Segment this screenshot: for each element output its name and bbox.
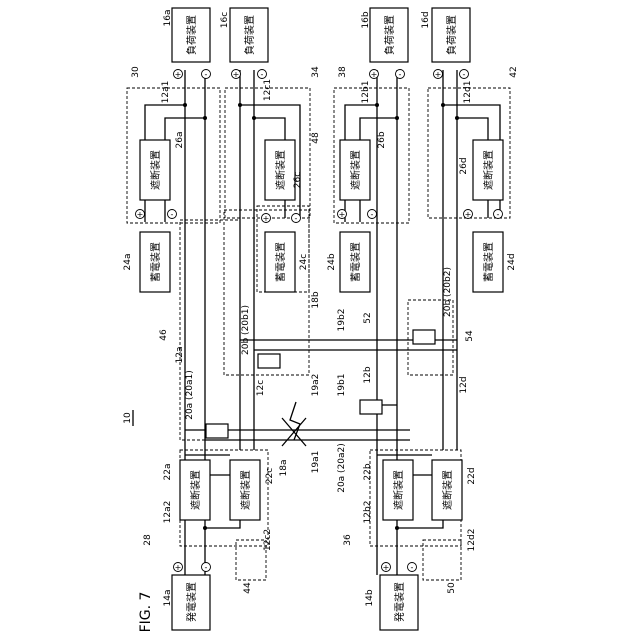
svg-text:-: - — [205, 563, 208, 572]
svg-text:16b: 16b — [361, 11, 371, 28]
battery-24b-text: 蓄電装置 — [349, 242, 362, 282]
svg-text:+: + — [339, 210, 346, 219]
svg-text:16a: 16a — [163, 10, 173, 27]
svg-text:+: + — [383, 563, 390, 572]
svg-text:-: - — [171, 210, 174, 219]
svg-text:19a1: 19a1 — [311, 451, 321, 474]
svg-text:19a2: 19a2 — [311, 374, 321, 397]
svg-text:24d: 24d — [507, 253, 517, 270]
switch-20b2 — [413, 330, 435, 344]
svg-text:-: - — [371, 210, 374, 219]
svg-text:12a: 12a — [175, 347, 185, 364]
svg-text:52: 52 — [363, 312, 373, 323]
breaker-26a-text: 遮断装置 — [149, 150, 162, 190]
svg-text:50: 50 — [447, 582, 457, 594]
svg-text:44: 44 — [243, 582, 253, 594]
svg-text:12a1: 12a1 — [161, 81, 171, 104]
svg-text:-: - — [295, 214, 298, 223]
svg-text:30: 30 — [131, 66, 141, 78]
svg-text:26d: 26d — [459, 157, 469, 174]
svg-text:19b2: 19b2 — [337, 309, 347, 332]
svg-text:-: - — [399, 70, 402, 79]
figure-label: FIG. 7 — [138, 592, 154, 633]
breaker-26d-text: 遮断装置 — [482, 150, 495, 190]
system-ref-10: 10 — [123, 412, 133, 424]
load-16c-text: 負荷装置 — [243, 15, 256, 55]
battery-24a-text: 蓄電装置 — [149, 242, 162, 282]
svg-text:+: + — [263, 214, 270, 223]
svg-text:+: + — [371, 70, 378, 79]
svg-text:16c: 16c — [220, 12, 230, 28]
svg-text:-: - — [497, 210, 500, 219]
svg-text:18a: 18a — [279, 460, 289, 477]
svg-text:20b (20b1): 20b (20b1) — [241, 305, 251, 355]
svg-text:+: + — [233, 70, 240, 79]
svg-text:46: 46 — [159, 329, 169, 341]
svg-text:+: + — [175, 563, 182, 572]
svg-text:+: + — [435, 70, 442, 79]
svg-text:12d: 12d — [459, 376, 469, 393]
svg-text:12b2: 12b2 — [363, 501, 373, 524]
generator-14b-text: 発電装置 — [393, 582, 406, 622]
svg-text:+: + — [137, 210, 144, 219]
svg-text:22d: 22d — [467, 467, 477, 484]
svg-text:54: 54 — [465, 330, 475, 342]
svg-text:-: - — [205, 70, 208, 79]
svg-text:12a2: 12a2 — [163, 501, 173, 524]
svg-text:34: 34 — [311, 66, 321, 78]
battery-24c-text: 蓄電装置 — [274, 242, 287, 282]
breaker-22b-text: 遮断装置 — [392, 470, 405, 510]
load-16d-text: 負荷装置 — [445, 15, 458, 55]
breaker-22d-text: 遮断装置 — [441, 470, 454, 510]
battery-24d-text: 蓄電装置 — [482, 242, 495, 282]
svg-text:26a: 26a — [175, 132, 185, 149]
svg-text:28: 28 — [143, 534, 153, 546]
svg-text:-: - — [411, 563, 414, 572]
svg-text:24c: 24c — [299, 254, 309, 270]
switch-20a1 — [206, 424, 228, 438]
svg-text:12d1: 12d1 — [463, 81, 473, 104]
svg-text:38: 38 — [338, 66, 348, 78]
breaker-26b-text: 遮断装置 — [349, 150, 362, 190]
breaker-22c-text: 遮断装置 — [239, 470, 252, 510]
load-16b-text: 負荷装置 — [383, 15, 396, 55]
svg-text:14b: 14b — [365, 589, 375, 606]
svg-text:19b1: 19b1 — [337, 374, 347, 397]
switch-20a2 — [360, 400, 382, 414]
svg-text:20b (20b2): 20b (20b2) — [443, 267, 453, 317]
svg-text:22a: 22a — [163, 464, 173, 481]
svg-text:12d2: 12d2 — [467, 529, 477, 552]
svg-text:18b: 18b — [311, 291, 321, 308]
svg-text:26c: 26c — [293, 172, 303, 188]
svg-text:26b: 26b — [377, 131, 387, 148]
switch-20b1 — [258, 354, 280, 368]
svg-text:48: 48 — [311, 132, 321, 144]
svg-text:20a (20a2): 20a (20a2) — [337, 443, 347, 493]
svg-text:12b: 12b — [363, 366, 373, 383]
svg-text:+: + — [465, 210, 472, 219]
breaker-26c-text: 遮断装置 — [274, 150, 287, 190]
svg-text:12c: 12c — [256, 380, 266, 396]
svg-text:14a: 14a — [163, 590, 173, 607]
svg-text:42: 42 — [509, 66, 519, 77]
svg-text:24b: 24b — [327, 253, 337, 270]
svg-text:+: + — [175, 70, 182, 79]
svg-text:22b: 22b — [363, 463, 373, 480]
svg-text:-: - — [261, 70, 264, 79]
svg-text:24a: 24a — [123, 254, 133, 271]
svg-text:12b1: 12b1 — [361, 81, 371, 104]
svg-text:-: - — [463, 70, 466, 79]
generator-14a-text: 発電装置 — [185, 582, 198, 622]
svg-text:12c2: 12c2 — [263, 529, 273, 551]
breaker-22a-text: 遮断装置 — [189, 470, 202, 510]
svg-text:36: 36 — [343, 534, 353, 546]
load-16a-text: 負荷装置 — [185, 15, 198, 55]
svg-text:12c1: 12c1 — [263, 79, 273, 101]
svg-text:16d: 16d — [421, 11, 431, 28]
svg-text:20a (20a1): 20a (20a1) — [185, 370, 195, 420]
svg-text:22c: 22c — [265, 468, 275, 484]
